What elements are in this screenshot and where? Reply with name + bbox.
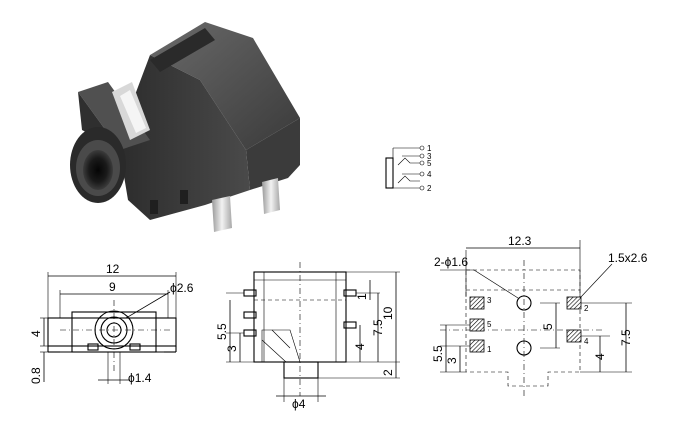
dim-right-7-5: 7.5 xyxy=(371,319,385,336)
dim-fp-right-7-5: 7.5 xyxy=(619,329,633,346)
dim-hole-dia: ϕ2.6 xyxy=(170,281,194,295)
pad-label-4: 4 xyxy=(584,337,589,346)
front-view: 12 9 ϕ2.6 4 0.8 ϕ1.4 xyxy=(29,262,194,385)
dim-pin-dia: ϕ1.4 xyxy=(128,371,152,385)
dim-right-2: 2 xyxy=(381,369,395,376)
schematic-pin-2: 2 xyxy=(427,184,432,193)
pad-label-1: 1 xyxy=(487,345,492,354)
schematic-pin-3: 3 xyxy=(427,152,432,161)
schematic-pin-5: 5 xyxy=(427,159,432,168)
top-view: 10 1 7.5 4 2 5.5 3 ϕ4 xyxy=(215,262,400,411)
dim-bottom-dia: ϕ4 xyxy=(292,397,306,411)
dim-footprint-width: 12.3 xyxy=(508,234,532,248)
pcb-footprint: 3 5 1 2 4 12.3 2-ϕ1.6 1.5x2.6 5 5.5 3 xyxy=(431,234,648,396)
dim-right-4: 4 xyxy=(353,343,367,350)
dim-right-10: 10 xyxy=(381,306,395,320)
pad-label-5: 5 xyxy=(487,320,492,329)
dim-fp-left-3: 3 xyxy=(445,357,459,364)
dim-width-outer: 12 xyxy=(106,262,120,276)
pad-label-3: 3 xyxy=(487,296,492,305)
dim-fp-left-5-5: 5.5 xyxy=(431,345,445,362)
dim-fp-right-4: 4 xyxy=(593,353,607,360)
dim-holes: 2-ϕ1.6 xyxy=(434,255,468,269)
dim-left-5-5: 5.5 xyxy=(215,323,229,340)
dim-pitch-5: 5 xyxy=(541,323,555,330)
connector-photo xyxy=(70,22,300,232)
schematic-pin-1: 1 xyxy=(427,144,432,153)
schematic-symbol: 1 3 5 4 2 xyxy=(385,144,432,193)
dim-base: 0.8 xyxy=(29,367,43,384)
dim-left-3: 3 xyxy=(225,345,239,352)
dim-height: 4 xyxy=(29,330,43,337)
schematic-pin-4: 4 xyxy=(427,170,432,179)
pad-label-2: 2 xyxy=(584,304,589,313)
dim-width-inner: 9 xyxy=(109,280,116,294)
dim-right-1: 1 xyxy=(355,293,369,300)
dim-pad-size: 1.5x2.6 xyxy=(608,251,648,265)
